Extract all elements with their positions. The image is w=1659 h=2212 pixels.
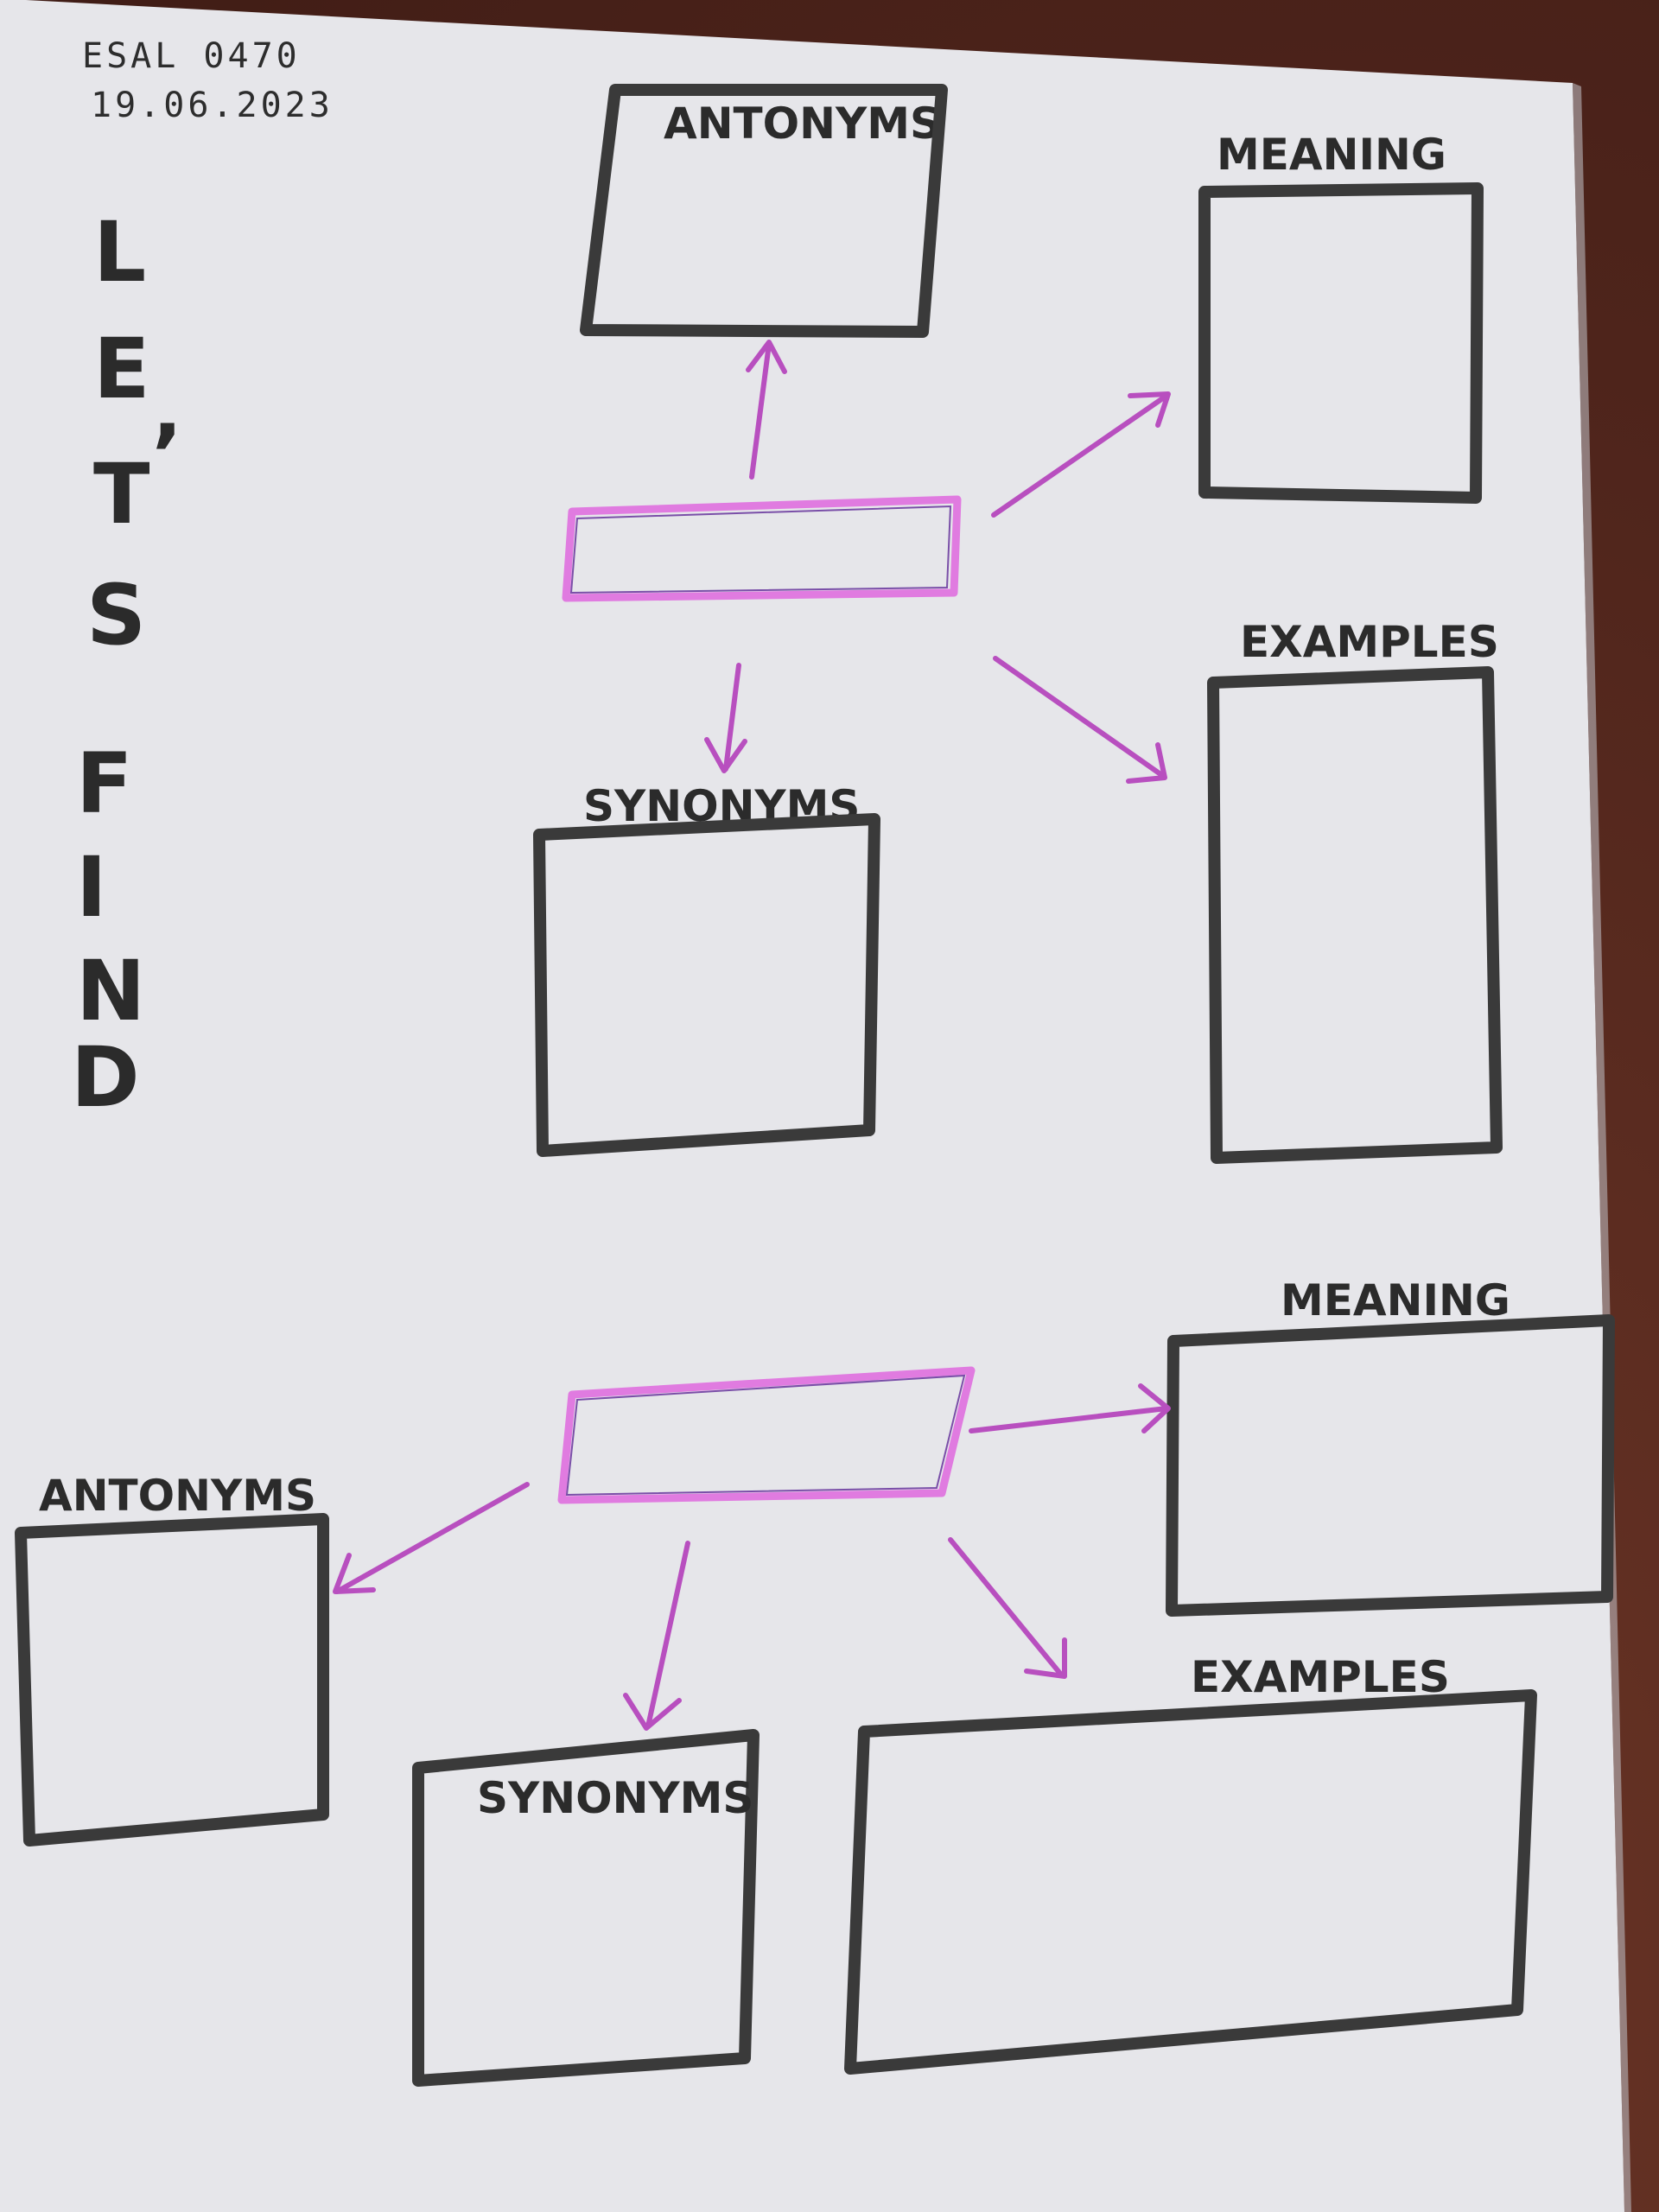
paper-sheet	[0, 0, 1624, 2212]
title-letter: F	[76, 735, 133, 832]
title-letter: E	[93, 321, 150, 417]
top-synonyms-box[interactable]	[533, 813, 880, 1157]
title-letter: T	[93, 446, 149, 543]
bottom-word-box-outline	[565, 1374, 966, 1497]
bottom-synonyms-label: SYNONYMS	[477, 1773, 753, 1823]
bottom-synonyms-box[interactable]	[412, 1729, 760, 2087]
worksheet-date: 19.06.2023	[91, 86, 334, 125]
top-arrow-antonyms	[746, 340, 787, 480]
top-arrow-examples	[993, 656, 1167, 784]
title-letter: ’	[151, 407, 182, 504]
title-letter: D	[71, 1029, 140, 1126]
bottom-arrow-examples	[948, 1537, 1067, 1679]
course-code: ESAL 0470	[82, 36, 301, 76]
top-meaning-box[interactable]	[1198, 182, 1484, 504]
top-examples-box[interactable]	[1207, 666, 1503, 1164]
bottom-antonyms-label: ANTONYMS	[39, 1471, 316, 1521]
vertical-title: L E T ’ S F I N D	[71, 204, 182, 1126]
top-meaning-label: MEANING	[1217, 130, 1446, 180]
bottom-meaning-label: MEANING	[1281, 1275, 1510, 1325]
top-antonyms-box[interactable]	[580, 84, 948, 338]
top-examples-label: EXAMPLES	[1240, 617, 1499, 667]
bottom-meaning-box[interactable]	[1166, 1314, 1615, 1617]
title-letter: L	[93, 204, 146, 301]
bottom-word-box[interactable]	[557, 1366, 976, 1504]
top-word-map: ANTONYMS MEANING EXAMPLES SYNONYMS	[533, 84, 1503, 1164]
title-letter: N	[76, 943, 145, 1039]
bottom-arrow-antonyms	[333, 1482, 530, 1594]
bottom-arrow-meaning	[969, 1383, 1171, 1433]
title-letter: S	[86, 567, 146, 664]
bottom-examples-label: EXAMPLES	[1191, 1652, 1450, 1702]
top-antonyms-label: ANTONYMS	[664, 99, 941, 149]
bottom-word-map: MEANING ANTONYMS SYNONYMS EXAMPLES	[15, 1275, 1615, 2087]
title-letter: I	[76, 839, 107, 936]
top-arrow-meaning	[991, 391, 1171, 518]
bottom-arrow-synonyms	[623, 1541, 690, 1731]
bottom-examples-box[interactable]	[844, 1689, 1537, 2075]
top-word-box-outline	[569, 505, 952, 594]
top-arrow-synonyms	[704, 663, 747, 773]
top-word-box[interactable]	[562, 495, 962, 602]
bottom-antonyms-box[interactable]	[15, 1513, 329, 1847]
paper-shadow-edge	[1573, 83, 1631, 2212]
